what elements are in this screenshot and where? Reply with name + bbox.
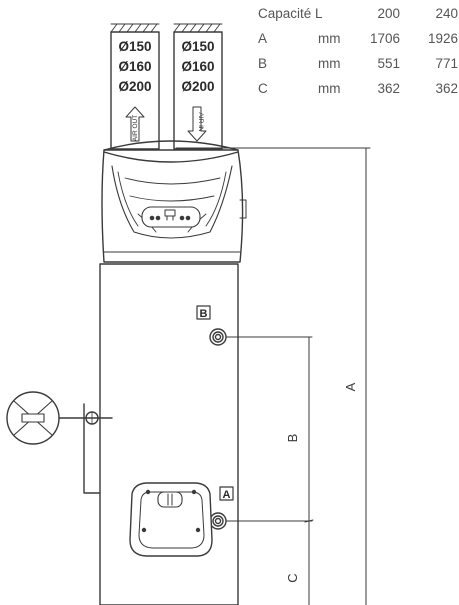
row-a-unit: mm — [318, 31, 341, 46]
air-out-arrow-icon — [125, 106, 145, 142]
row-b-label: B — [258, 56, 268, 71]
dimension-lines — [175, 147, 371, 605]
left-duct-size-3: Ø200 — [118, 79, 151, 94]
row-a-label: A — [258, 31, 268, 46]
row-c-label: C — [258, 81, 268, 96]
row-a-value-240: 1926 — [427, 31, 458, 46]
capacity-spec-table: Capacité L 200 240 A mm 1706 1926 B mm 5… — [258, 6, 458, 106]
hatch-display-icon — [157, 491, 183, 508]
heat-pump-head — [101, 140, 247, 263]
air-out-duct — [110, 23, 160, 150]
row-c-unit: mm — [318, 81, 341, 96]
condensate-valve-assembly — [6, 391, 113, 494]
outlet-b-label: B — [200, 308, 208, 320]
left-duct-size-2: Ø160 — [118, 59, 151, 74]
capacity-label: Capacité L — [258, 6, 323, 21]
inlet-a-label: A — [223, 489, 231, 501]
row-b-unit: mm — [318, 56, 341, 71]
right-duct-size-2: Ø160 — [181, 59, 214, 74]
row-a-value-200: 1706 — [369, 31, 400, 46]
spec-row-b: B mm 551 771 — [258, 56, 458, 81]
air-in-duct — [173, 23, 223, 150]
air-out-label: AIR OUT — [132, 115, 139, 141]
dimension-c-label: C — [285, 573, 300, 582]
right-duct-size-3: Ø200 — [181, 79, 214, 94]
dimension-a-label: A — [343, 382, 358, 391]
row-c-value-240: 362 — [435, 81, 458, 96]
spec-row-a: A mm 1706 1926 — [258, 31, 458, 56]
control-panel — [141, 206, 201, 228]
left-duct-size-1: Ø150 — [118, 39, 151, 54]
air-in-label: AIR IN — [197, 112, 204, 131]
row-b-value-200: 551 — [377, 56, 400, 71]
row-b-value-240: 771 — [435, 56, 458, 71]
dimension-b-label: B — [285, 434, 300, 443]
display-screen-icon — [164, 209, 176, 217]
row-c-value-200: 362 — [377, 81, 400, 96]
capacity-240: 240 — [435, 6, 458, 21]
air-in-arrow-icon — [187, 106, 207, 142]
spec-row-c: C mm 362 362 — [258, 81, 458, 106]
service-hatch — [129, 482, 213, 557]
capacity-200: 200 — [377, 6, 400, 21]
spec-header-row: Capacité L 200 240 — [258, 6, 458, 31]
right-duct-size-1: Ø150 — [181, 39, 214, 54]
